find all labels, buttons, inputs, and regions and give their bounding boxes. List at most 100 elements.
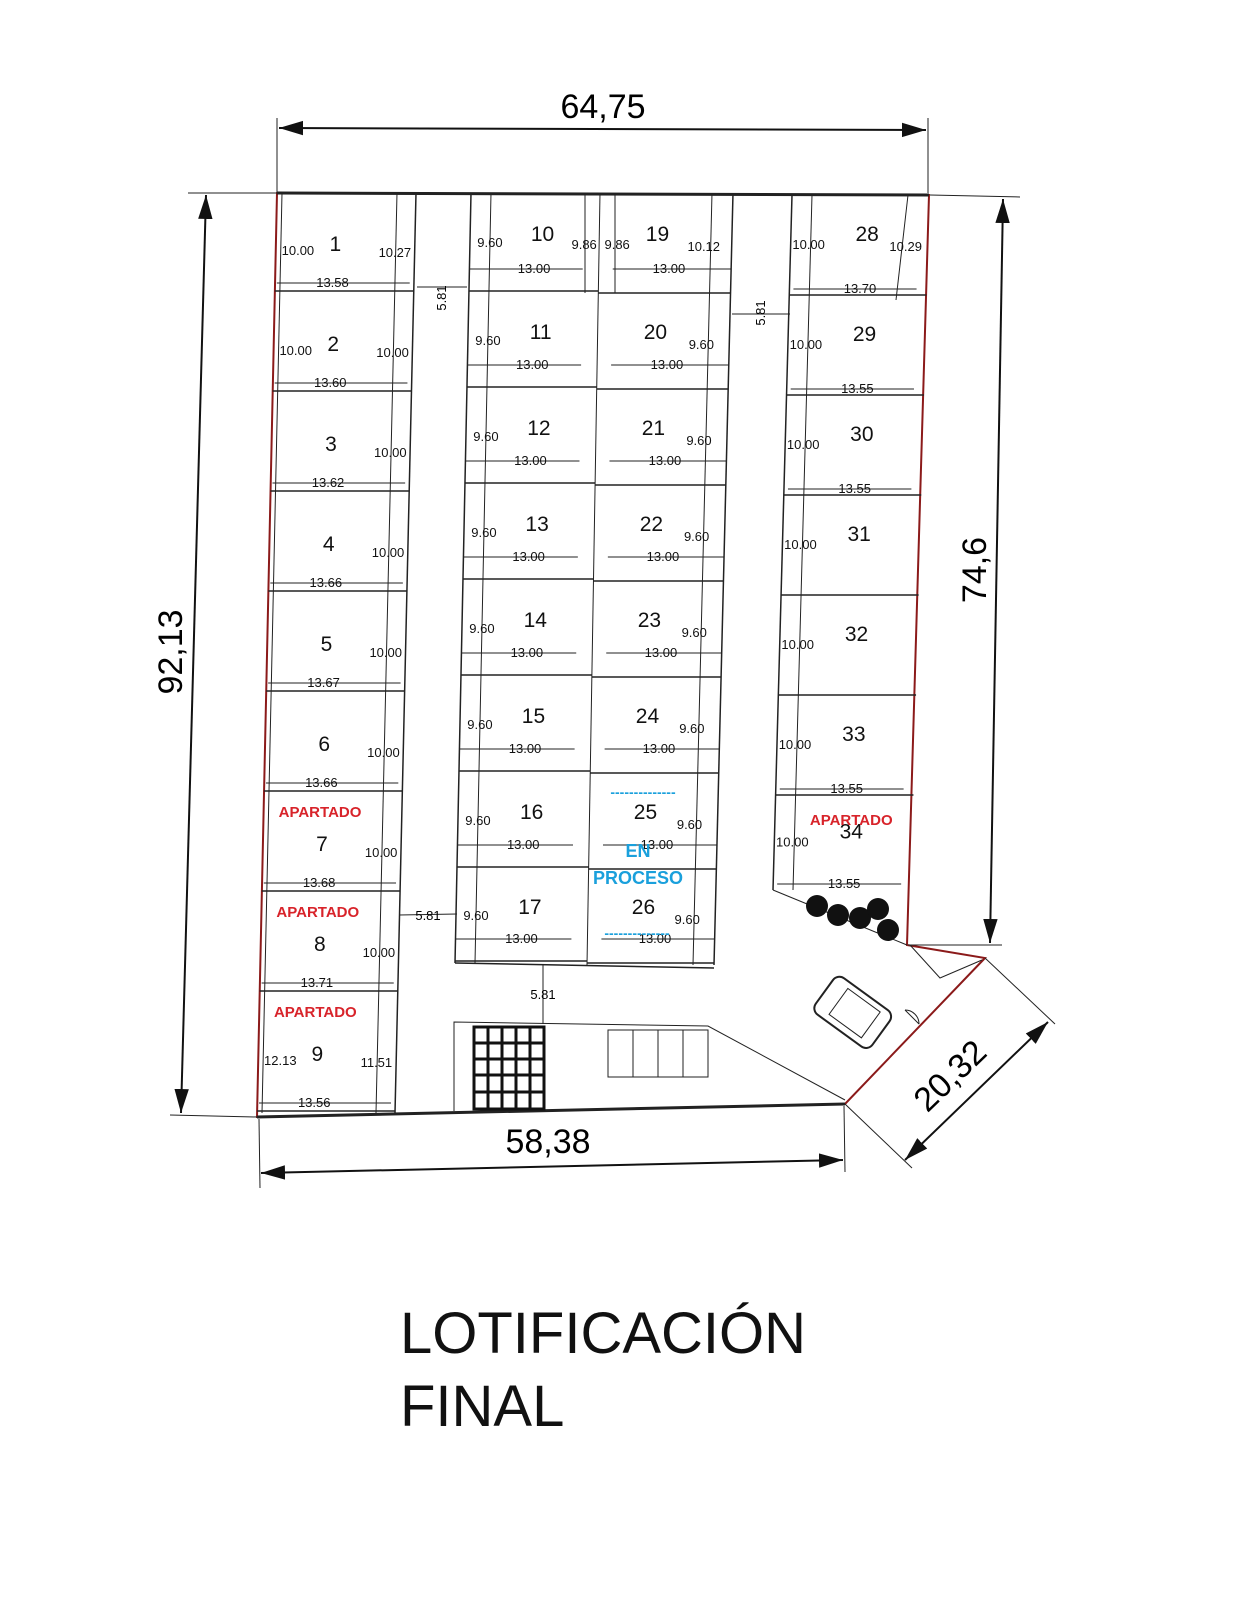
dimension-top: 64,75 <box>276 88 929 193</box>
lot-depth-left: 9.60 <box>463 908 488 923</box>
lot-number: 15 <box>522 705 545 728</box>
lot-number: 20 <box>644 321 667 344</box>
lot-width: 13.00 <box>511 645 544 660</box>
dimension-bottom-label: 58,38 <box>505 1123 590 1161</box>
lot-width: 13.00 <box>507 837 540 852</box>
lot-number: 17 <box>518 896 541 919</box>
lot-width: 13.58 <box>316 275 349 290</box>
lot-number: 14 <box>524 609 548 632</box>
street-left-width: 5.81 <box>434 285 449 310</box>
lot-depth-right: 10.00 <box>363 945 396 960</box>
lot-width: 13.00 <box>512 549 545 564</box>
street-right-width: 5.81 <box>753 300 768 325</box>
lot-depth-left: 9.60 <box>475 333 500 348</box>
lot-number: 21 <box>642 417 665 440</box>
lot-width: 13.00 <box>639 931 672 946</box>
lot-depth-left: 10.00 <box>784 537 817 552</box>
lot-number: 23 <box>638 609 661 632</box>
dimension-bottom: 58,38 <box>258 1105 846 1189</box>
lot-depth-left: 9.60 <box>473 429 498 444</box>
dimension-right-label: 74,6 <box>956 537 994 603</box>
dimension-left-label: 92,13 <box>152 609 190 694</box>
grid-pavers <box>472 1025 546 1111</box>
trees-icon <box>806 895 899 941</box>
lot-status-reserved: APARTADO <box>810 812 893 829</box>
lot-number: 31 <box>848 523 871 546</box>
lot-width: 13.68 <box>303 875 336 890</box>
lot-number: 30 <box>850 423 873 446</box>
lot-width: 13.66 <box>310 575 343 590</box>
lot-number: 26 <box>632 896 655 919</box>
page-title: LOTIFICACIÓN <box>400 1305 806 1363</box>
lot-width: 13.00 <box>653 261 686 276</box>
lot-depth-left: 10.00 <box>279 343 312 358</box>
dimension-top-label: 64,75 <box>560 88 645 126</box>
lot-depth-left: 9.60 <box>465 813 490 828</box>
lot-depth-left: 12.13 <box>264 1053 297 1068</box>
lot-status-reserved: APARTADO <box>276 904 359 921</box>
lot-number: 29 <box>853 323 876 346</box>
lot-number: 32 <box>845 623 868 646</box>
lot-width: 13.00 <box>516 357 549 372</box>
lot-depth-left: 10.00 <box>787 437 820 452</box>
lot-depth-left: 10.00 <box>776 835 809 850</box>
lot-depth-right: 9.60 <box>682 625 707 640</box>
lot-depth-left: 9.60 <box>477 235 502 250</box>
dimension-left: 92,13 <box>152 192 277 1118</box>
lot-depth-left: 10.00 <box>779 737 812 752</box>
lot-number: 33 <box>842 723 865 746</box>
lot-number: 11 <box>530 321 552 344</box>
lot-depth-left: 10.00 <box>781 637 814 652</box>
process-label-line-1: EN <box>625 841 650 861</box>
lot-width: 13.00 <box>649 453 682 468</box>
lot-status-reserved: APARTADO <box>274 1004 357 1021</box>
lot-depth-right: 9.60 <box>689 337 714 352</box>
process-dashes-bottom: -------------- <box>604 925 670 941</box>
lot-number: 3 <box>325 433 337 456</box>
page-subtitle: FINAL <box>400 1378 564 1436</box>
lot-width: 13.55 <box>828 876 861 891</box>
parking-spaces <box>607 1029 709 1078</box>
lot-width: 13.66 <box>305 775 338 790</box>
lot-number: 5 <box>321 633 333 656</box>
lot-number: 6 <box>318 733 330 756</box>
lot-width: 13.70 <box>844 281 877 296</box>
lot-number: 24 <box>636 705 660 728</box>
lot-depth-right: 9.60 <box>677 817 702 832</box>
lot-number: 19 <box>646 223 669 246</box>
lot-width: 13.62 <box>312 475 345 490</box>
street-cross-width: 5.81 <box>415 908 440 923</box>
lot-depth-right: 9.60 <box>684 529 709 544</box>
title-line-2: FINAL <box>400 1374 565 1439</box>
lot-depth-left: 9.86 <box>604 237 629 252</box>
lot-depth-right: 9.86 <box>571 237 596 252</box>
lot-depth-right: 10.00 <box>369 645 402 660</box>
lot-depth-right: 10.29 <box>889 239 922 254</box>
lot-number: 25 <box>634 801 657 824</box>
lot-number: 34 <box>840 821 864 844</box>
guard-house <box>813 944 983 1050</box>
lot-number: 10 <box>531 223 554 246</box>
lot-depth-right: 9.60 <box>679 721 704 736</box>
lot-width: 13.71 <box>301 975 334 990</box>
lot-width: 13.00 <box>641 837 674 852</box>
lot-width: 13.00 <box>647 549 680 564</box>
lot-number: 16 <box>520 801 543 824</box>
title-line-1: LOTIFICACIÓN <box>400 1301 807 1366</box>
lot-depth-left: 10.00 <box>790 337 823 352</box>
lot-width: 13.00 <box>518 261 551 276</box>
lot-number: 9 <box>311 1043 323 1066</box>
lot-number: 8 <box>314 933 326 956</box>
lot-width: 13.55 <box>830 781 863 796</box>
lot-depth-right: 10.12 <box>687 239 720 254</box>
lot-number: 7 <box>316 833 328 856</box>
lot-width: 13.60 <box>314 375 347 390</box>
lot-status-reserved: APARTADO <box>279 804 362 821</box>
lot-depth-right: 11.51 <box>361 1055 393 1070</box>
lot-width: 13.00 <box>651 357 684 372</box>
process-label-line-2: PROCESO <box>593 868 683 888</box>
street-widths: 5.81 5.81 5.81 5.81 <box>398 285 790 1024</box>
common-area <box>453 895 983 1111</box>
lot-number: 13 <box>525 513 548 536</box>
